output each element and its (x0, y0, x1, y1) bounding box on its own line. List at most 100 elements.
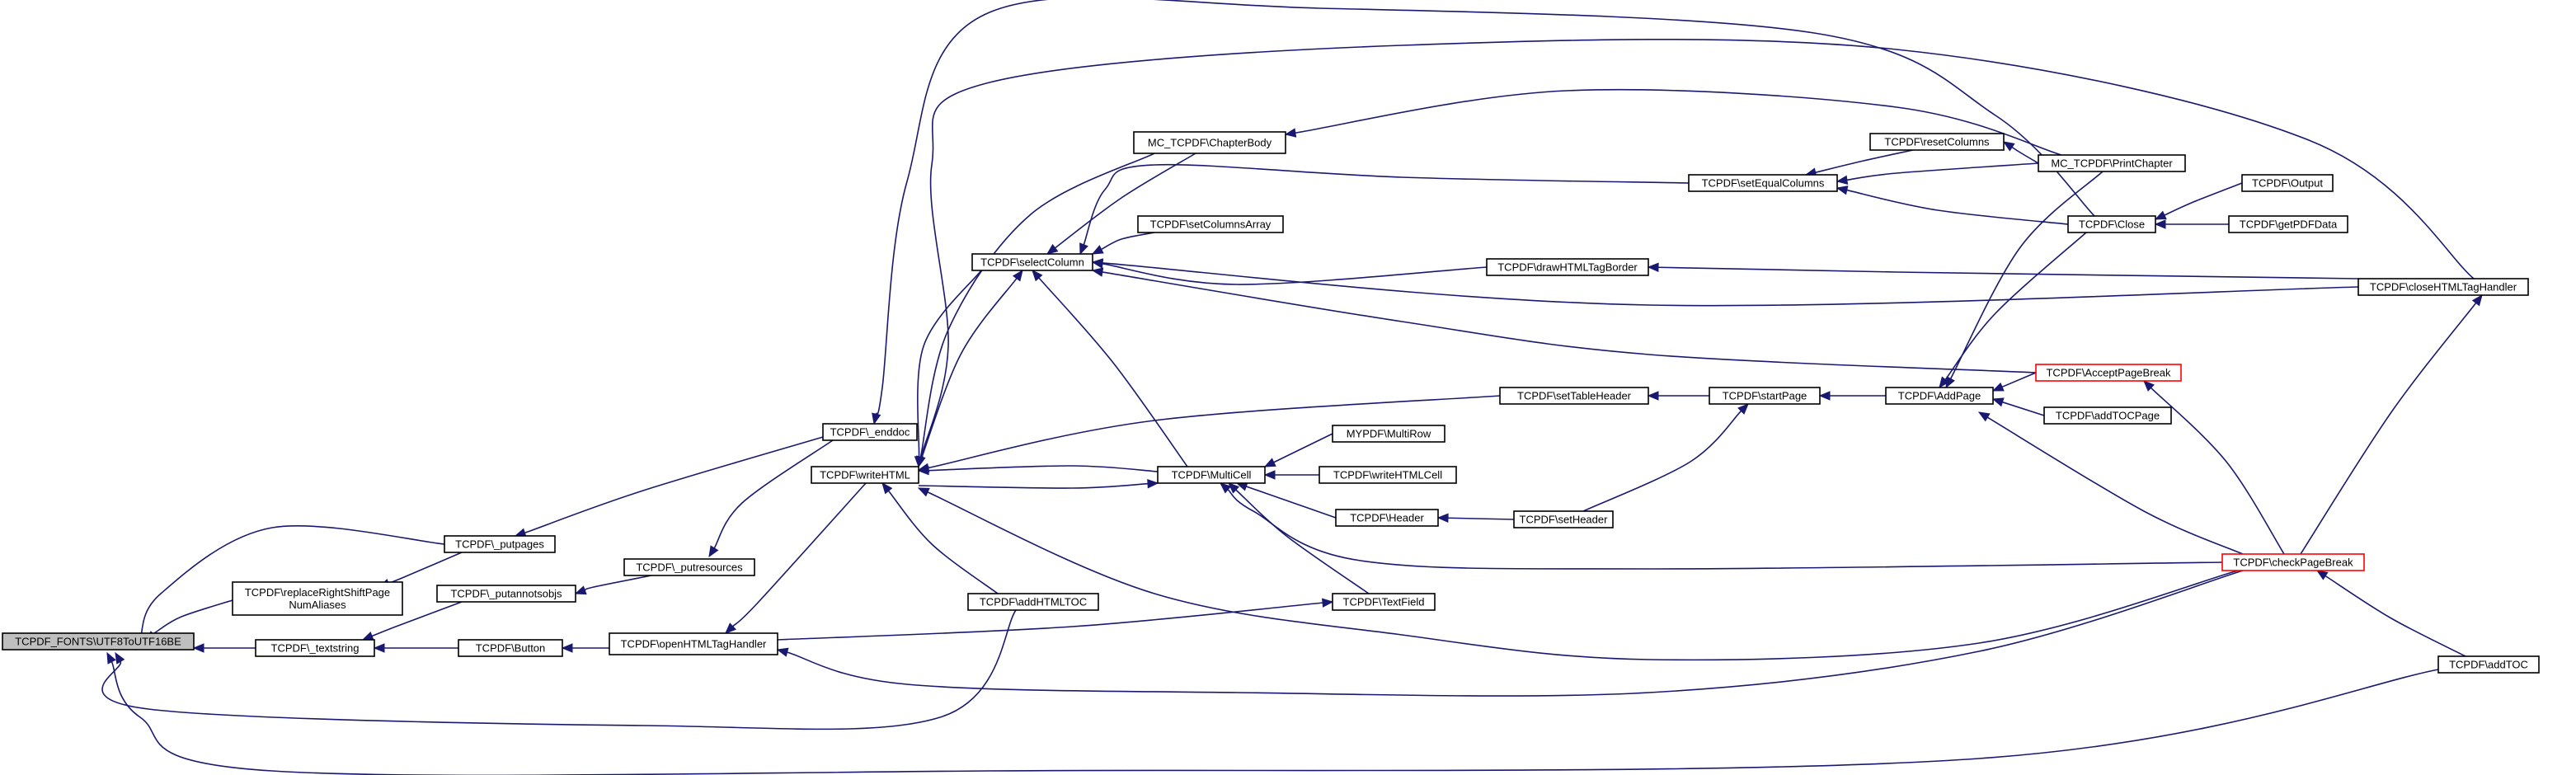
node-closehtml[interactable]: TCPDF\closeHTMLTagHandler (2357, 278, 2529, 296)
node-getpdfdata[interactable]: TCPDF\getPDFData (2228, 215, 2348, 233)
arrowhead-icon (1228, 482, 1240, 494)
call-edge-checkpb-to-multicell (1220, 482, 2223, 570)
node-selectcol[interactable]: TCPDF\selectColumn (971, 253, 1093, 271)
node-settableheader[interactable]: TCPDF\setTableHeader (1499, 387, 1649, 405)
node-output[interactable]: TCPDF\Output (2241, 174, 2334, 192)
node-label: TCPDF\_enddoc (830, 426, 910, 439)
node-box (1133, 131, 1286, 154)
call-edge-close-to-enddoc (872, 0, 2095, 425)
call-edge-textstring-to-utf8 (192, 643, 256, 653)
node-openhtml[interactable]: TCPDF\openHTMLTagHandler (609, 632, 778, 655)
call-edge-printchapter-to-addpage (1945, 171, 2104, 389)
node-checkpb[interactable]: TCPDF\checkPageBreak (2221, 553, 2365, 571)
node-box (1499, 387, 1649, 405)
node-addtoc[interactable]: TCPDF\addTOC (2437, 655, 2540, 674)
node-acceptpb[interactable]: TCPDF\AcceptPageBreak (2035, 364, 2182, 382)
node-textfield[interactable]: TCPDF\TextField (1332, 593, 1436, 611)
node-mypdf[interactable]: MYPDF\MultiRow (1332, 425, 1445, 443)
node-label: TCPDF\TextField (1343, 596, 1425, 608)
arrowhead-icon (776, 647, 789, 657)
node-startpage[interactable]: TCPDF\startPage (1709, 387, 1821, 405)
arrowhead-icon (1322, 598, 1334, 608)
call-edge-checkpb-to-acceptpb (2143, 380, 2285, 555)
node-writehtml[interactable]: TCPDF\writeHTML (811, 466, 919, 484)
arrowhead-icon (1945, 376, 1955, 389)
node-label: TCPDF\_putresources (636, 561, 743, 574)
node-box (1137, 215, 1284, 233)
node-addtocpage[interactable]: TCPDF\addTOCPage (2043, 406, 2172, 425)
node-header[interactable]: TCPDF\Header (1335, 509, 1439, 527)
arrowhead-icon (1263, 470, 1276, 480)
node-enddoc[interactable]: TCPDF\_enddoc (822, 423, 918, 441)
node-label: TCPDF_FONTS\UTF8ToUTF16BE (15, 636, 181, 648)
node-textstring[interactable]: TCPDF\_textstring (255, 639, 375, 657)
call-edge-printchapter-to-setequal (1836, 162, 2039, 185)
call-edge-printchapter-to-chapterbody (1284, 88, 2062, 156)
arrowhead-icon (361, 632, 374, 641)
node-label: TCPDF\Close (2079, 218, 2145, 231)
node-box (971, 253, 1093, 271)
arrowhead-icon (373, 643, 385, 653)
node-label: TCPDF\startPage (1723, 390, 1807, 402)
call-edge-writehtml-to-selectcol (918, 269, 1023, 467)
arrowhead-icon (725, 622, 737, 634)
node-label: TCPDF\MultiCell (1172, 469, 1252, 481)
arrowhead-icon (1046, 243, 1059, 255)
call-edge-output-to-close (2154, 182, 2243, 220)
node-label: TCPDF\writeHTML (820, 469, 910, 481)
call-edge-addtoc-to-utf8 (106, 651, 2439, 775)
node-label: TCPDF\drawHTMLTagBorder (1497, 261, 1638, 274)
arrowhead-icon (574, 585, 587, 595)
call-edge-writehtml-to-multicell (918, 478, 1159, 489)
node-close[interactable]: TCPDF\Close (2067, 215, 2156, 233)
call-edge-setheader-to-header (1436, 513, 1515, 524)
node-printchapter[interactable]: MC_TCPDF\PrintChapter (2038, 154, 2186, 172)
arrowhead-icon (1991, 382, 2005, 392)
call-edge-button-to-textstring (373, 643, 458, 653)
call-edge-enddoc-to-putpages (514, 436, 824, 538)
node-box (1319, 466, 1457, 484)
call-edge-textfield-to-multicell (1228, 482, 1370, 594)
node-label: TCPDF\setHeader (1520, 514, 1609, 526)
node-label: MC_TCPDF\PrintChapter (2051, 157, 2173, 170)
call-edge-addhtmltoc-to-utf8 (101, 609, 1017, 730)
node-box (255, 639, 375, 657)
node-box (1709, 387, 1821, 405)
node-setheader[interactable]: TCPDF\setHeader (1513, 510, 1614, 528)
call-edge-close-to-setequal (1836, 186, 2069, 225)
call-edge-writehtmlcell-to-multicell (1263, 470, 1319, 480)
node-putresources[interactable]: TCPDF\_putresources (623, 558, 755, 576)
node-box (436, 585, 576, 603)
node-box (2067, 215, 2156, 233)
arrowhead-icon (1012, 269, 1023, 282)
node-box (1157, 466, 1266, 484)
arrowhead-icon (1836, 186, 1849, 195)
node-button[interactable]: TCPDF\Button (458, 639, 563, 657)
node-box (2038, 154, 2186, 172)
call-edge-header-to-multicell (1235, 481, 1337, 519)
node-box (444, 535, 556, 553)
arrowhead-icon (1939, 376, 1950, 389)
node-label: TCPDF\_textstring (271, 642, 360, 655)
node-resetcol[interactable]: TCPDF\resetColumns (1869, 133, 2005, 151)
node-putpages[interactable]: TCPDF\_putpages (444, 535, 556, 553)
node-writehtmlcell[interactable]: TCPDF\writeHTMLCell (1319, 466, 1457, 484)
node-box (1513, 510, 1614, 528)
node-chapterbody[interactable]: MC_TCPDF\ChapterBody (1133, 131, 1286, 154)
node-addpage[interactable]: TCPDF\AddPage (1885, 387, 1994, 405)
node-multicell[interactable]: TCPDF\MultiCell (1157, 466, 1266, 484)
node-drawborder[interactable]: TCPDF\drawHTMLTagBorder (1486, 258, 1649, 276)
node-label: TCPDF\Output (2252, 177, 2323, 190)
node-utf8[interactable]: TCPDF_FONTS\UTF8ToUTF16BE (2, 632, 195, 651)
arrowhead-icon (2471, 294, 2483, 307)
node-setequal[interactable]: TCPDF\setEqualColumns (1688, 174, 1838, 192)
arrowhead-icon (2315, 570, 2329, 580)
node-box (1486, 258, 1649, 276)
node-box (2357, 278, 2529, 296)
node-putannots[interactable]: TCPDF\_putannotsobjs (436, 585, 576, 603)
node-box (2241, 174, 2334, 192)
node-addhtmltoc[interactable]: TCPDF\addHTMLTOC (967, 593, 1099, 611)
arrowhead-icon (1091, 245, 1104, 255)
node-setcolarray[interactable]: TCPDF\setColumnsArray (1137, 215, 1284, 233)
